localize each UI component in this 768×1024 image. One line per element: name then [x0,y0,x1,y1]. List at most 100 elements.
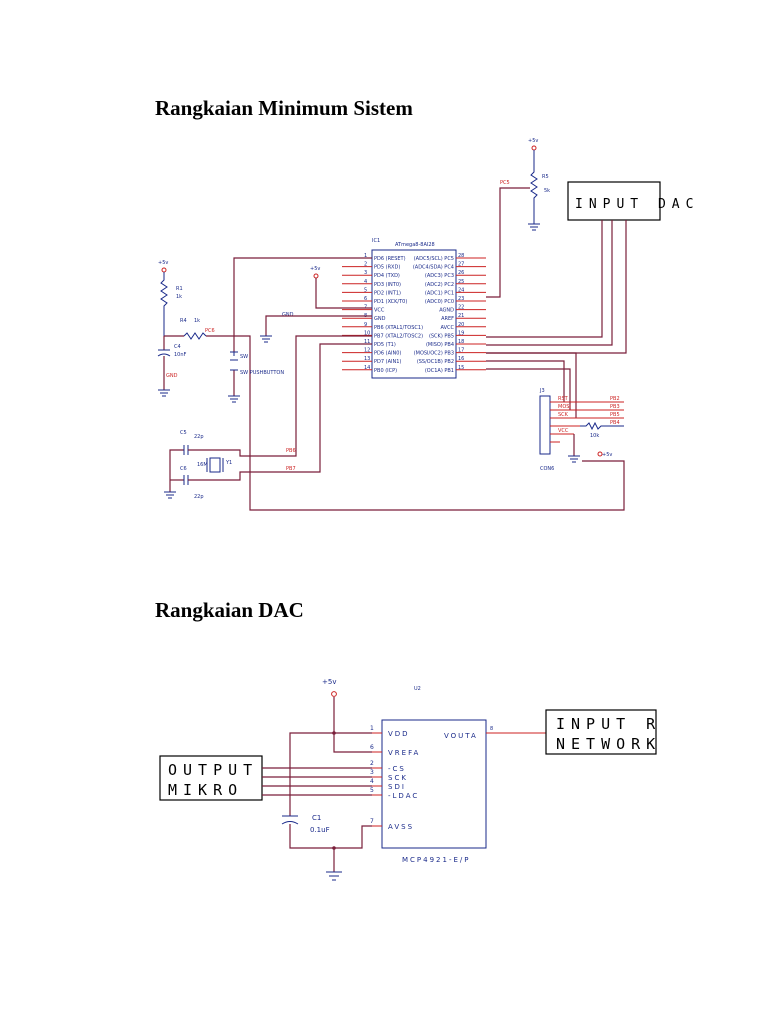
ic1-right-pin-num: 26 [458,270,464,276]
dac-wire-1 [486,220,603,338]
sw-name: SW PUSHBUTTON [240,370,284,376]
ic1-left-pin-name: PD7 (AIN1) [374,359,401,365]
c1-ref: C1 [312,814,321,822]
r4-resistor [183,332,207,340]
crystal-value: 16M [197,462,208,468]
ic1-left-pin-name: VCC [374,308,385,314]
u2-pin-num: 3 [370,769,374,776]
dac-u2-chip: U2 MCP4921-E/P 1VDD6VREFA2-CS3SCK4SDI5-L… [370,686,546,864]
u2-out-num: 8 [490,726,493,732]
c6-value: 22p [194,494,204,500]
c6-ref: C6 [180,466,187,472]
input-r-network-line2: NETWORK [556,735,661,753]
r1-value: 1k [176,294,182,300]
c4-gnd-label: GND [166,373,178,379]
u2-pin-name: VDD [388,730,410,738]
u2-pin-name: SCK [388,774,408,782]
input-dac-frame [567,181,661,221]
ic1-left-pin-num: 6 [364,296,367,302]
ic1-left-pin-name: PB7 (XTAL2/TOSC2) [374,333,423,339]
ic1-right-pin-name: (SCK) PB5 [429,333,454,339]
ic1-left-pin-name: PD4 (TXD) [374,273,400,279]
ic1-vcc-wire [315,278,372,309]
reset-loop-wire [234,335,625,511]
svg-text:PB7: PB7 [286,466,296,472]
ic1-right-pin-num: 21 [458,313,464,319]
u2-pin-name: AVSS [388,823,414,831]
input-r-network-frame [545,709,657,755]
dac-vref-wire [333,697,372,753]
u2-pin-name: VREFA [388,749,420,757]
u2-pin-num: 7 [370,818,374,825]
ic1-right-pin-num: 28 [458,253,464,259]
u2-pin-num: 5 [370,787,374,794]
output-mikro-frame [159,755,263,801]
r5-ref: R5 [542,174,549,180]
crystal-ref: Y1 [225,460,232,466]
ic1-right-pin-name: AREF [441,316,454,322]
ic1-part: ATmega8-8AI28 [395,242,435,248]
heading-minimum-system: Rangkaian Minimum Sistem [155,96,413,120]
ic1-right-pin-num: 22 [458,305,464,311]
ic1-right-pin-num: 17 [458,348,464,354]
c5-ref: C5 [180,430,187,436]
j3-ref: J3 [539,388,545,394]
c5-value: 22p [194,434,204,440]
svg-text:PB4: PB4 [610,420,620,426]
r4-value: 1k [194,318,200,324]
svg-text:PB2: PB2 [610,396,620,402]
svg-text:SCK: SCK [558,412,569,418]
input-r-network-box: INPUT R NETWORK [545,709,661,755]
ic1-left-pin-num: 10 [364,330,370,336]
dac-wire-3 [486,220,627,354]
ic1-gnd-label: GND [282,312,294,318]
ic1-left-pin-name: PD3 (INT0) [374,282,401,288]
r1-resistor [160,272,168,336]
ic1-left-pin-num: 4 [364,279,367,285]
ic1-body [371,249,457,379]
svg-text:PB3: PB3 [610,404,620,410]
output-mikro-line1: OUTPUT [168,761,258,779]
c4-ref: C4 [174,344,181,350]
c4-value: 10nF [174,352,187,358]
ic1-right-pin-name: AVCC [440,325,454,331]
output-mikro-line2: MIKRO [168,781,243,799]
u2-pin-name: SDI [388,783,406,791]
u2-pin-name: -CS [388,765,406,773]
ic1-right-pin-name: (ADC4/SDA) PC4 [413,265,454,271]
ic1-left-pin-num: 3 [364,270,367,276]
u2-pin-num: 6 [370,744,374,751]
r4-ref: R4 [180,318,187,324]
c1-value: 0.1uF [310,826,330,834]
ic1-right-pin-name: (ADC0) PC0 [425,299,454,305]
u2-pin-num: 4 [370,778,374,785]
input-dac-label: INPUT DAC [575,197,699,212]
ic1-left-pin-num: 5 [364,287,367,293]
pushbutton-switch: SW SW PUSHBUTTON [228,336,284,403]
ic1-right-pin-num: 23 [458,296,464,302]
c1-capacitor: C1 0.1uF [281,814,330,834]
ic1-left-pin-num: 9 [364,322,367,328]
ic1-left-pin-name: PD5 (T1) [374,342,396,348]
u2-pin-num: 2 [370,760,374,767]
ic1-left-pin-num: 13 [364,356,370,362]
crystal-oscillator: C5 22p C6 22p 16M Y1 PB6 PB7 [164,335,372,500]
ic1-right-pin-num: 25 [458,279,464,285]
r5-wiper-label: PC5 [500,180,510,186]
r5-potentiometer: +5v R5 5k [528,138,550,231]
avss-wire [333,825,372,872]
svg-text:RST: RST [558,396,569,402]
u2-ref: U2 [414,686,421,692]
r1-ref: R1 [176,286,183,292]
ic1-left-pin-name: PB0 (ICP) [374,368,397,374]
ic1-left-pin-name: PD2 (INT1) [374,290,401,296]
u2-out-name: VOUTA [444,732,478,740]
ic1-right-pin-num: 24 [458,287,464,293]
j3-connector: J3 CON6 RST MOSI SCK VCC PB2 PB3 PB5 PB4… [539,388,624,472]
ic1-right-pin-name: (ADC5/SCL) PC5 [414,256,454,262]
svg-text:10k: 10k [590,433,599,439]
r5-supply-label: +5v [528,138,538,144]
ic1-left-pin-num: 1 [364,253,367,259]
